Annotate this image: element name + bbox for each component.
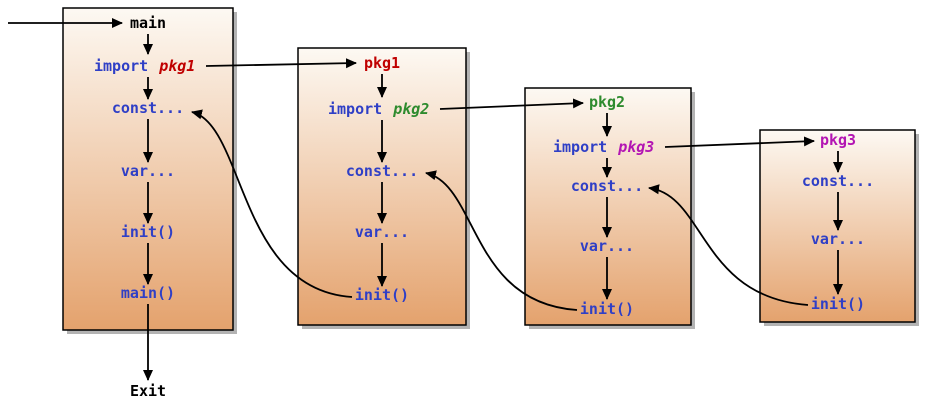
import-pkg2-arrow	[439, 98, 584, 110]
init-label: init()	[811, 295, 865, 313]
main-call-label: main()	[121, 284, 175, 302]
pkg1-title-label: pkg1	[364, 54, 400, 72]
pkg2-init-return-arrow	[425, 170, 578, 311]
var-label: var...	[121, 162, 175, 180]
const-label: const...	[571, 177, 643, 195]
init-label: init()	[580, 300, 634, 318]
import-pkg1-arrow	[205, 58, 357, 69]
var-label: var...	[580, 237, 634, 255]
import-pkg3-arrow	[664, 136, 815, 148]
pkg1-import-statement: import pkg2	[328, 100, 429, 118]
imported-package-name: pkg1	[158, 57, 195, 75]
main-title-label: main	[130, 14, 166, 32]
main-import-statement: import pkg1	[94, 57, 195, 75]
pkg2-import-statement: import pkg3	[553, 138, 654, 156]
pkg1-init-return-arrow	[191, 109, 353, 298]
const-label: const...	[346, 162, 418, 180]
init-label: init()	[355, 286, 409, 304]
import-keyword: import	[94, 57, 148, 75]
pkg2-title-label: pkg2	[589, 93, 625, 111]
box-bg	[524, 87, 692, 326]
var-label: var...	[811, 230, 865, 248]
const-label: const...	[112, 99, 184, 117]
init-label: init()	[121, 223, 175, 241]
pkg3-title-label: pkg3	[820, 131, 856, 149]
exit-label: Exit	[130, 382, 166, 400]
var-label: var...	[355, 223, 409, 241]
imported-package-name: pkg2	[392, 100, 429, 118]
import-keyword: import	[553, 138, 607, 156]
imported-package-name: pkg3	[617, 138, 654, 156]
pkg3-init-return-arrow	[648, 184, 809, 306]
pkg2-package-box	[524, 87, 695, 329]
import-keyword: import	[328, 100, 382, 118]
const-label: const...	[802, 172, 874, 190]
